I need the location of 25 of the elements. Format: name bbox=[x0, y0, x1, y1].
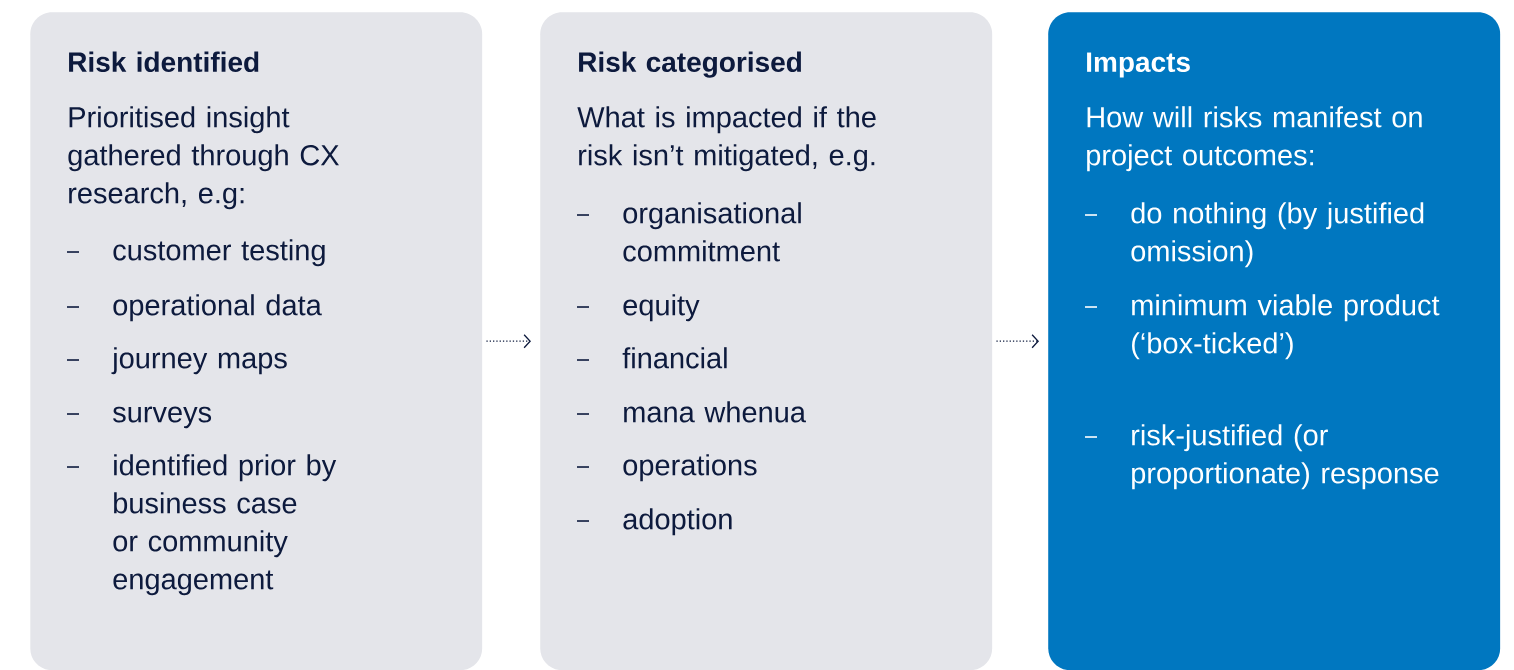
heading: Risk categorised bbox=[579, 51, 801, 78]
body-text: Prioritised insight gathered through CX research, e.g: bbox=[68, 106, 339, 210]
list-item: organisational commitment bbox=[623, 202, 801, 262]
body-text: How will risks manifest on project outcomes: bbox=[1087, 106, 1422, 172]
arrow bbox=[995, 334, 1039, 349]
heading: Impacts bbox=[1087, 52, 1190, 78]
list-item: identified prior by business case or community engagement bbox=[113, 454, 337, 596]
list-item: operations bbox=[623, 454, 757, 482]
process-box bbox=[540, 12, 993, 670]
list-item: equity bbox=[623, 294, 700, 322]
process-box bbox=[30, 12, 483, 670]
list-item: customer testing bbox=[113, 239, 325, 267]
list-item: adoption bbox=[623, 508, 732, 536]
process-box bbox=[1048, 12, 1501, 670]
list-item: surveys bbox=[113, 406, 212, 429]
list-item: risk-justified (or proportionate) response bbox=[1132, 424, 1439, 490]
arrow bbox=[485, 334, 531, 349]
list-item: mana whenua bbox=[624, 401, 806, 423]
list-item: financial bbox=[622, 347, 727, 369]
body-text: What is impacted if the risk isn’t mitigated, e.g. bbox=[577, 106, 876, 172]
list-item: journey maps bbox=[111, 347, 287, 375]
heading: Risk identified bbox=[69, 51, 259, 73]
list-item: operational data bbox=[113, 294, 322, 322]
list-item: do nothing (by justified omission) bbox=[1131, 202, 1424, 268]
list-item: minimum viable product (‘box-ticked’) bbox=[1132, 294, 1440, 360]
